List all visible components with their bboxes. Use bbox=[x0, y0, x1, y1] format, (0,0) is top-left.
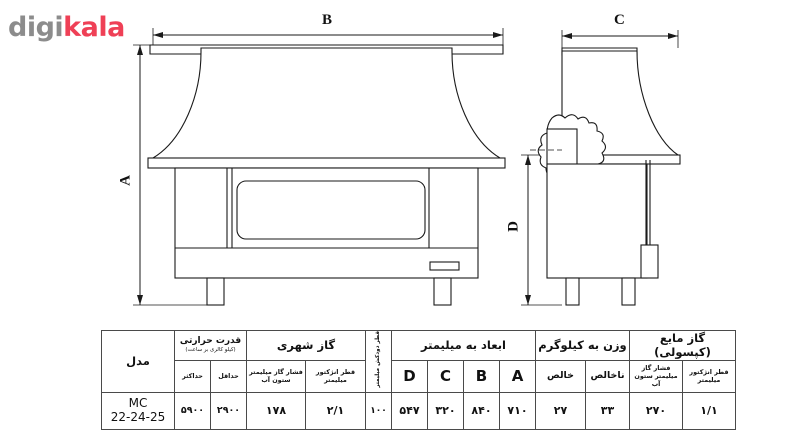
technical-drawing: B A C D bbox=[117, 12, 681, 306]
control-slot bbox=[429, 261, 460, 271]
table-header-row-subs: قطر انژکتور میلیمتر فشار گاز میلیمتر ستو… bbox=[102, 359, 736, 393]
dim-label-b: B bbox=[322, 12, 333, 28]
subheader-dim-c: C bbox=[427, 359, 464, 393]
hood-body bbox=[151, 47, 502, 159]
header-heat-power-title: قدرت حرارتی bbox=[179, 335, 242, 346]
value-model-line1: MC bbox=[128, 395, 148, 410]
dim-line-d bbox=[521, 154, 562, 306]
value-city-nozzle-dia: ۲/۱ bbox=[305, 391, 366, 430]
specification-table: گاز مایع (کپسولی) وزن به کیلوگرم ابعاد ب… bbox=[101, 330, 736, 430]
dim-line-c bbox=[561, 30, 679, 48]
header-group-dimensions: ابعاد به میلیمتر bbox=[391, 330, 536, 361]
logo-text-digi: digi bbox=[8, 12, 64, 43]
table-row: ۱/۱ ۲۷۰ ۳۳ ۲۷ ۷۱۰ ۸۴۰ ۳۲۰ ۵۴۷ ۱۰۰ ۲/۱ ۱۷… bbox=[101, 391, 736, 430]
front-leg-right bbox=[433, 277, 452, 306]
header-flue-diameter: قطر دودکش میلیمتر bbox=[365, 330, 392, 393]
fireplace-window bbox=[236, 180, 426, 240]
value-liquid-nozzle-dia: ۱/۱ bbox=[682, 391, 736, 430]
dim-label-c: C bbox=[614, 12, 625, 28]
value-flue-diameter: ۱۰۰ bbox=[365, 391, 392, 430]
header-heat-power-unit: (کیلو کالری بر ساعت) bbox=[185, 347, 236, 354]
side-cabinet bbox=[546, 163, 648, 279]
value-dim-a: ۷۱۰ bbox=[499, 391, 536, 430]
subheader-city-pressure-label: فشار گاز میلیمتر ستون آب bbox=[249, 368, 303, 385]
digikala-watermark: digikala bbox=[8, 14, 125, 41]
value-model-line2: 22-24-25 bbox=[110, 409, 166, 424]
value-model: MC 22-24-25 bbox=[101, 391, 175, 430]
header-model: مدل bbox=[101, 330, 175, 393]
value-city-pressure: ۱۷۸ bbox=[246, 391, 306, 430]
value-dim-b: ۸۴۰ bbox=[463, 391, 500, 430]
side-leg-right bbox=[621, 277, 636, 306]
dim-label-d: D bbox=[505, 221, 522, 232]
drawing-canvas bbox=[133, 28, 681, 306]
subheader-dim-a: A bbox=[499, 359, 536, 393]
subheader-liquid-nozzle-dia-label: قطر انژکتور میلیمتر bbox=[689, 368, 729, 385]
subheader-dim-d: D bbox=[391, 359, 428, 393]
header-group-liquid-gas: گاز مایع (کپسولی) bbox=[629, 330, 736, 361]
subheader-liquid-pressure-label: فشار گاز میلیمتر ستون آب bbox=[634, 364, 678, 389]
subheader-liquid-nozzle-dia: قطر انژکتور میلیمتر bbox=[682, 359, 736, 393]
header-group-heat-power: قدرت حرارتی (کیلو کالری بر ساعت) bbox=[174, 330, 247, 361]
gas-valve bbox=[640, 244, 659, 279]
value-weight-net: ۲۷ bbox=[535, 391, 586, 430]
value-power-min: ۲۹۰۰ bbox=[210, 391, 247, 430]
value-liquid-pressure: ۲۷۰ bbox=[629, 391, 683, 430]
value-dim-c: ۳۲۰ bbox=[427, 391, 464, 430]
dim-label-a: A bbox=[117, 175, 134, 186]
value-weight-gross: ۳۳ bbox=[585, 391, 630, 430]
header-group-city-gas: گاز شهری bbox=[246, 330, 366, 361]
subheader-liquid-pressure: فشار گاز میلیمتر ستون آب bbox=[629, 359, 683, 393]
front-leg-left bbox=[206, 277, 225, 306]
subheader-power-min: حداقل bbox=[210, 359, 247, 393]
subheader-weight-gross: ناخالص bbox=[585, 359, 630, 393]
header-group-weight: وزن به کیلوگرم bbox=[535, 330, 630, 361]
subheader-weight-net: خالص bbox=[535, 359, 586, 393]
table-header-row-groups: گاز مایع (کپسولی) وزن به کیلوگرم ابعاد ب… bbox=[101, 330, 736, 393]
logo-text-kala: kala bbox=[63, 12, 125, 43]
header-flue-diameter-label: قطر دودکش میلیمتر bbox=[375, 331, 382, 388]
subheader-city-nozzle-dia: قطر انژکتور میلیمتر bbox=[305, 359, 366, 393]
subheader-power-max-label: حداکثر bbox=[182, 372, 203, 381]
value-dim-d: ۵۴۷ bbox=[391, 391, 428, 430]
subheader-power-max: حداکثر bbox=[174, 359, 211, 393]
value-power-max: ۵۹۰۰ bbox=[174, 391, 211, 430]
subheader-dim-b: B bbox=[463, 359, 500, 393]
subheader-city-pressure: فشار گاز میلیمتر ستون آب bbox=[246, 359, 306, 393]
side-leg-left bbox=[565, 277, 580, 306]
subheader-city-nozzle-dia-label: قطر انژکتور میلیمتر bbox=[315, 368, 356, 385]
subheader-power-min-label: حداقل bbox=[218, 372, 239, 381]
